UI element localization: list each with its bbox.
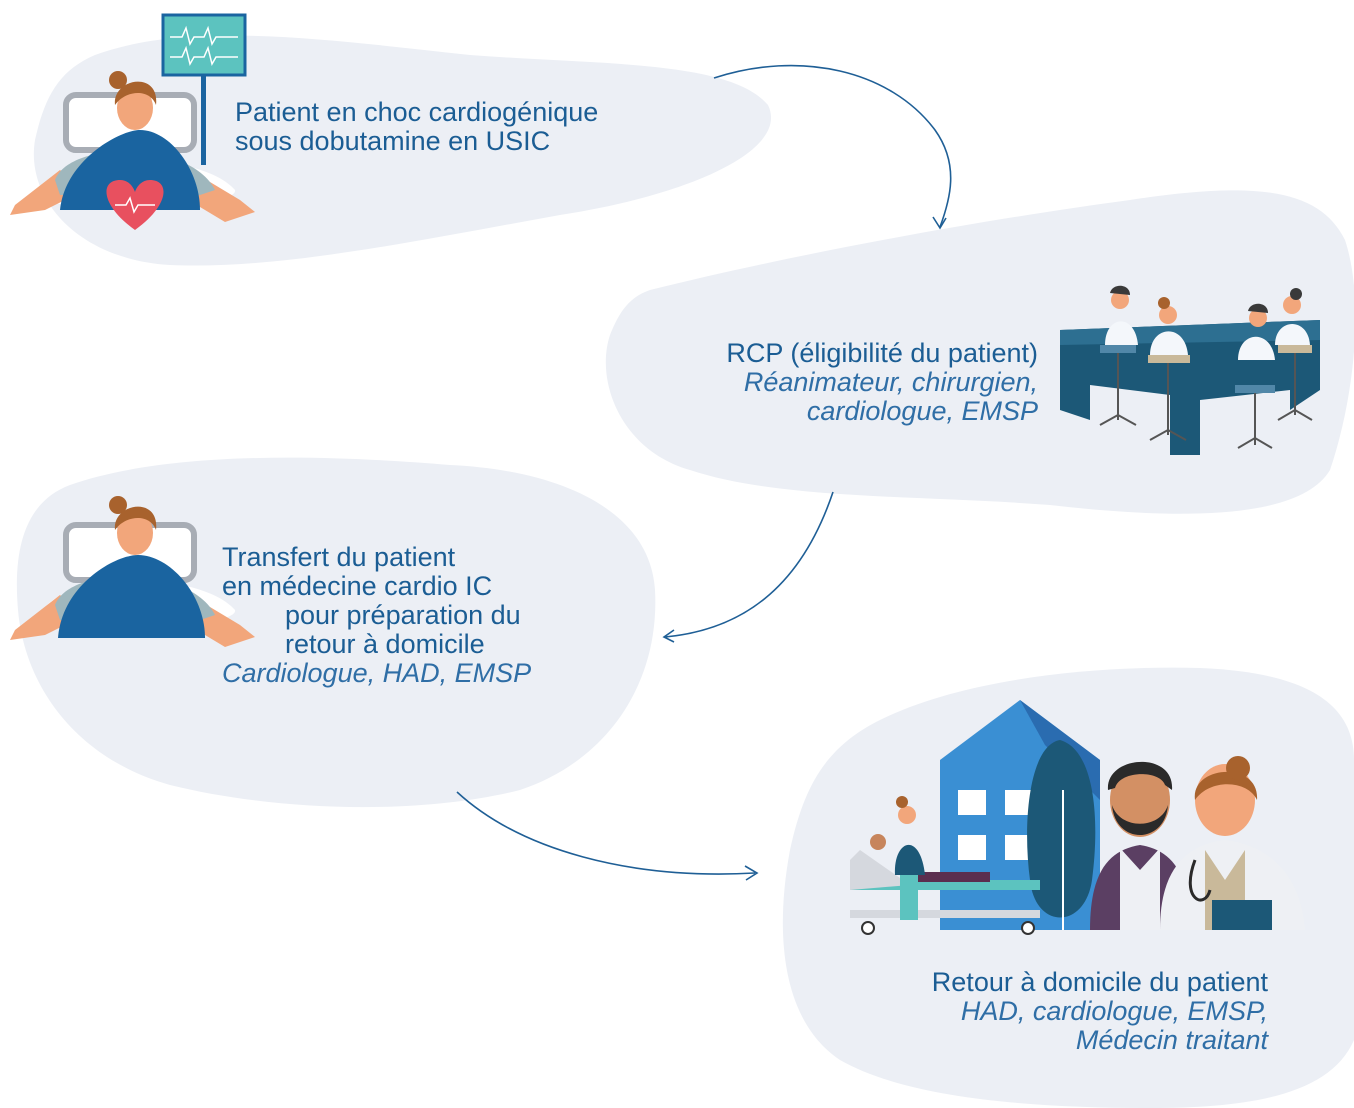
step-transfert-title-line-4: retour à domicile: [285, 629, 485, 659]
heart-ecg-line: [115, 196, 155, 214]
step-rcp-title: RCP (éligibilité du patient): [726, 338, 1038, 368]
step-retour-subtitle-line-2: Médecin traitant: [1075, 1025, 1268, 1055]
arrow-usic-to-rcp: [713, 64, 952, 228]
monitor-pole: [201, 70, 206, 165]
hair-bun: [109, 496, 127, 514]
house-window: [958, 790, 986, 815]
step-retour-title: Retour à domicile du patient: [931, 967, 1268, 997]
step-transfert-title-line-3: pour préparation du: [285, 600, 521, 630]
tree: [1027, 740, 1096, 918]
tablet: [1212, 900, 1272, 930]
patient-hair: [114, 506, 157, 530]
rcp-meeting-illustration: [1060, 285, 1320, 455]
patient-face: [117, 511, 153, 555]
heart-icon: [106, 180, 164, 230]
blanket: [58, 555, 205, 638]
step-transfert-subtitle: Cardiologue, HAD, EMSP: [222, 658, 532, 688]
hair-bun: [109, 71, 127, 89]
step-retour-text: Retour à domicile du patient HAD, cardio…: [780, 968, 1268, 1055]
heart-monitor-screen: [161, 13, 247, 77]
step-rcp-subtitle-line-2: cardiologue, EMSP: [806, 396, 1038, 426]
patient-usic-illustration: [10, 13, 255, 230]
arrow-transfert-to-retour: [456, 791, 756, 875]
doctor-woman: [1160, 756, 1305, 930]
doctor-1: [1099, 285, 1138, 426]
caregiver: [894, 796, 925, 920]
step-transfert-title-line-2: en médecine cardio IC: [222, 571, 493, 601]
patient-hair: [114, 81, 157, 105]
arrow-rcp-to-transfert-head: [662, 629, 675, 643]
arrow-usic-to-rcp-head: [932, 216, 947, 230]
stethoscope: [1188, 859, 1212, 902]
doctor-3: [1235, 303, 1275, 449]
step-transfert-text: Transfert du patient en médecine cardio …: [222, 543, 531, 688]
blanket: [60, 130, 200, 210]
step-usic-title-line-1: Patient en choc cardiogénique: [235, 97, 599, 127]
ecg-line-bottom: [170, 45, 238, 66]
step-retour-subtitle-line-1: HAD, cardiologue, EMSP,: [960, 996, 1268, 1026]
doctor-2: [1148, 297, 1190, 441]
patient-face: [117, 86, 153, 130]
arrow-rcp-to-transfert: [664, 491, 834, 638]
hospital-bed: [850, 834, 1040, 935]
doctor-4: [1275, 288, 1313, 421]
step-rcp-text: RCP (éligibilité du patient) Réanimateur…: [600, 339, 1038, 426]
step-usic-title: Patient en choc cardiogénique sous dobut…: [235, 98, 598, 156]
step-usic-title-line-2: sous dobutamine en USIC: [235, 126, 551, 156]
ecg-line-top: [170, 25, 238, 46]
house-window: [958, 835, 986, 860]
arrow-transfert-to-retour-head: [744, 865, 759, 881]
step-rcp-subtitle-line-1: Réanimateur, chirurgien,: [743, 367, 1038, 397]
blob-rcp: [605, 190, 1354, 514]
home-return-illustration: [850, 700, 1305, 935]
patient-transfert-illustration: [10, 496, 255, 647]
step-transfert-title-line-1: Transfert du patient: [222, 542, 456, 572]
